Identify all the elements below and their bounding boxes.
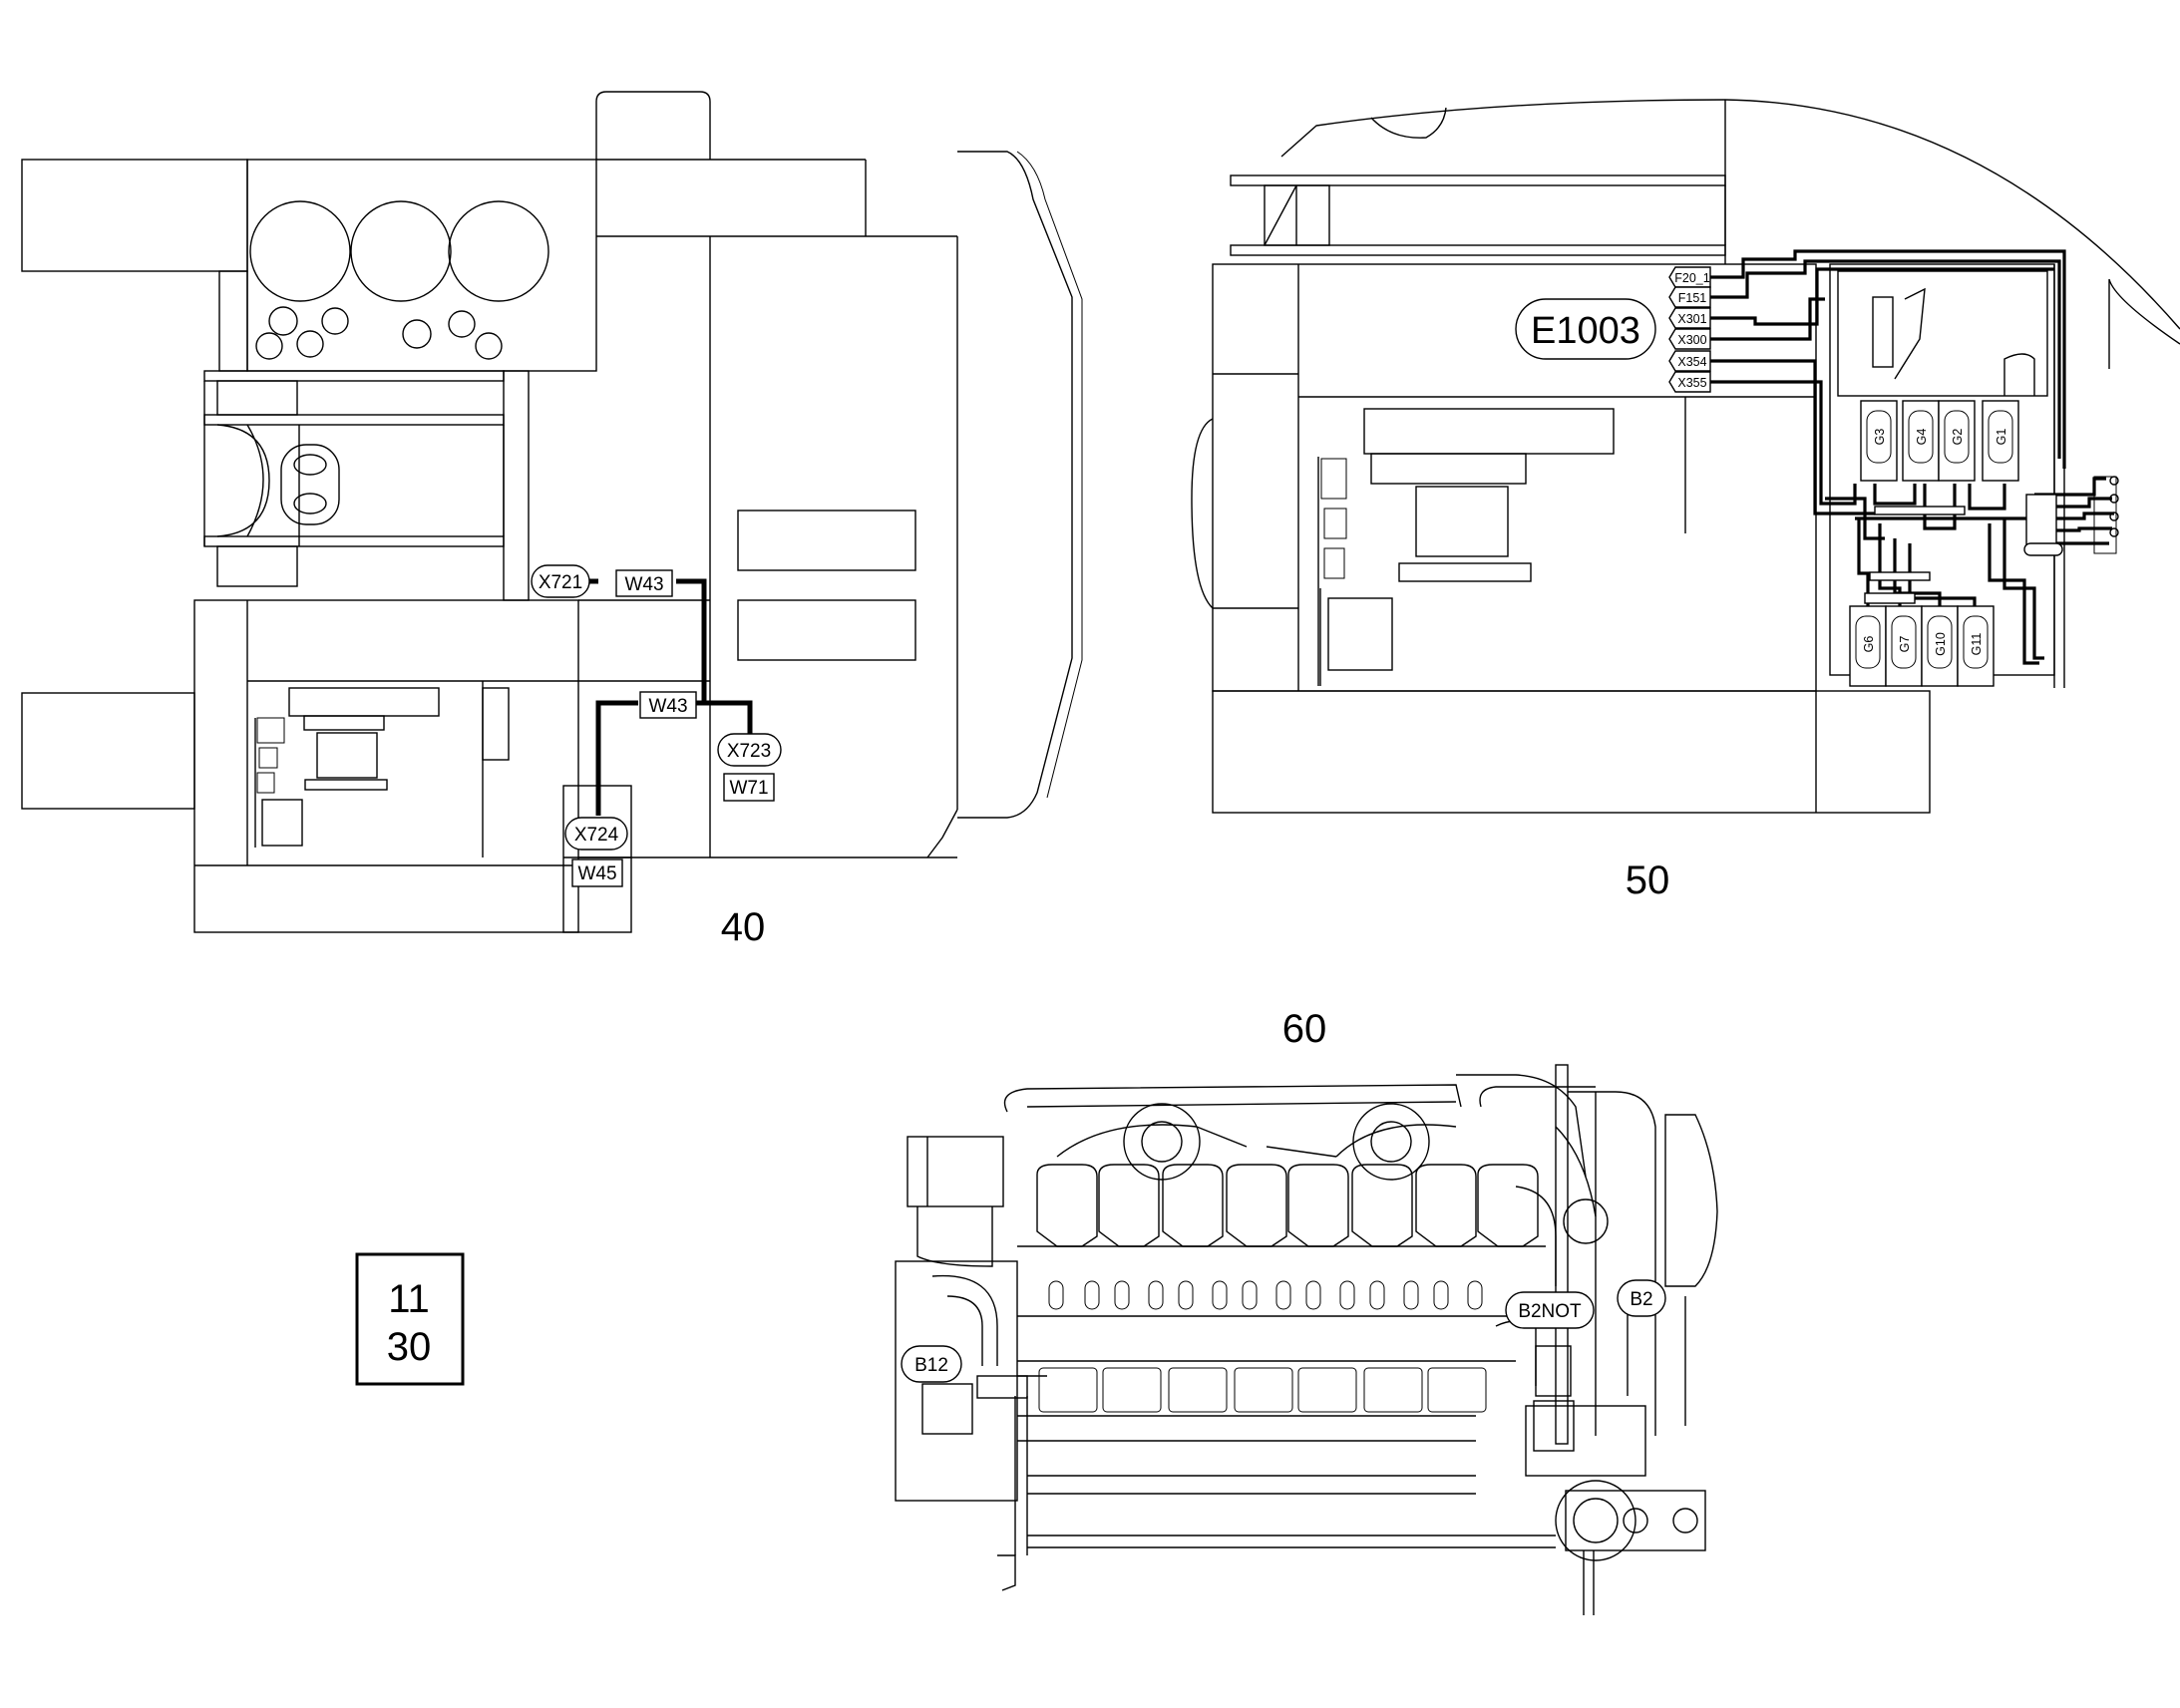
terminal-x300[interactable]: X300 <box>1668 328 1711 350</box>
terminal-x301[interactable]: X301 <box>1668 307 1711 329</box>
sensor-b2not[interactable]: B2NOT <box>1505 1291 1595 1329</box>
svg-text:X721: X721 <box>539 572 582 593</box>
view-60-labels: B12 B2NOT B2 <box>901 1279 1666 1383</box>
svg-text:G6: G6 <box>1862 636 1876 653</box>
view-number-40: 40 <box>721 905 766 949</box>
view-50-glowplugs: G3 G4 G2 G1 G6 G7 G1 <box>1849 400 2019 687</box>
terminal-f20-1[interactable]: F20_1 <box>1668 266 1711 288</box>
glowplug-g4[interactable]: G4 <box>1902 400 1940 482</box>
harness-w43-upper[interactable]: W43 <box>615 569 673 597</box>
glowplug-g1[interactable]: G1 <box>1982 400 2019 482</box>
svg-text:G3: G3 <box>1873 429 1887 446</box>
glowplug-g2[interactable]: G2 <box>1938 400 1976 482</box>
glowplug-g7[interactable]: G7 <box>1885 605 1923 687</box>
svg-text:G10: G10 <box>1934 632 1948 656</box>
sensor-b2[interactable]: B2 <box>1617 1279 1666 1317</box>
view-number-60: 60 <box>1282 1007 1327 1051</box>
sensor-b12[interactable]: B12 <box>901 1345 962 1383</box>
svg-text:G1: G1 <box>1995 429 2008 446</box>
svg-text:G11: G11 <box>1970 633 1984 656</box>
glowplug-g11[interactable]: G11 <box>1957 605 1995 687</box>
crankcase-covers <box>1038 1367 1487 1413</box>
svg-text:G4: G4 <box>1915 429 1929 446</box>
svg-text:X724: X724 <box>574 825 619 846</box>
terminal-x355[interactable]: X355 <box>1668 371 1711 393</box>
glowplug-g10[interactable]: G10 <box>1921 605 1959 687</box>
cylinder-heads <box>1036 1164 1539 1247</box>
svg-text:X301: X301 <box>1677 312 1706 326</box>
terminal-x354[interactable]: X354 <box>1668 350 1711 372</box>
view-40-wiring <box>588 578 753 816</box>
svg-text:X355: X355 <box>1677 376 1706 390</box>
svg-text:W43: W43 <box>648 696 687 717</box>
connector-x724[interactable]: X724 <box>564 817 628 851</box>
glowplug-g3[interactable]: G3 <box>1860 400 1898 482</box>
svg-text:X354: X354 <box>1677 355 1706 369</box>
svg-text:G7: G7 <box>1898 636 1912 653</box>
harness-w43-lower[interactable]: W43 <box>639 691 697 719</box>
svg-text:X300: X300 <box>1677 333 1706 347</box>
view-40-labels: X721 W43 W43 X723 W71 X724 W45 40 <box>531 564 782 949</box>
svg-text:F151: F151 <box>1678 291 1707 305</box>
view-50-wiring <box>1710 249 2119 665</box>
sheet-ref-bottom: 30 <box>387 1325 432 1369</box>
view-50-drawing <box>1191 99 2180 814</box>
svg-text:W71: W71 <box>729 778 768 799</box>
harness-w71[interactable]: W71 <box>723 773 775 802</box>
svg-text:W45: W45 <box>577 863 616 884</box>
view-40-drawing <box>21 91 1083 933</box>
terminal-f151[interactable]: F151 <box>1668 286 1711 308</box>
svg-text:B2: B2 <box>1630 1289 1652 1310</box>
view-50-labels: E1003 F20_1 F151 X301 X300 X354 X355 50 <box>1515 266 1711 902</box>
svg-text:B12: B12 <box>914 1355 948 1376</box>
sheet-ref-top: 11 <box>388 1277 430 1321</box>
connector-x721[interactable]: X721 <box>531 564 590 598</box>
svg-text:B2NOT: B2NOT <box>1518 1301 1582 1322</box>
view-60-engine-drawing <box>895 1064 1718 1615</box>
connector-x723[interactable]: X723 <box>717 733 782 767</box>
svg-text:X723: X723 <box>727 741 771 762</box>
svg-text:W43: W43 <box>624 574 663 595</box>
glowplug-g6[interactable]: G6 <box>1849 605 1887 687</box>
component-e1003[interactable]: E1003 <box>1515 298 1656 360</box>
svg-text:G2: G2 <box>1951 429 1965 446</box>
svg-text:E1003: E1003 <box>1531 310 1640 352</box>
view-number-50: 50 <box>1626 858 1670 902</box>
svg-text:F20_1: F20_1 <box>1674 271 1709 285</box>
block-ports <box>1048 1280 1483 1310</box>
harness-w45[interactable]: W45 <box>571 858 623 887</box>
sheet-reference-box: 11 30 <box>355 1252 465 1386</box>
